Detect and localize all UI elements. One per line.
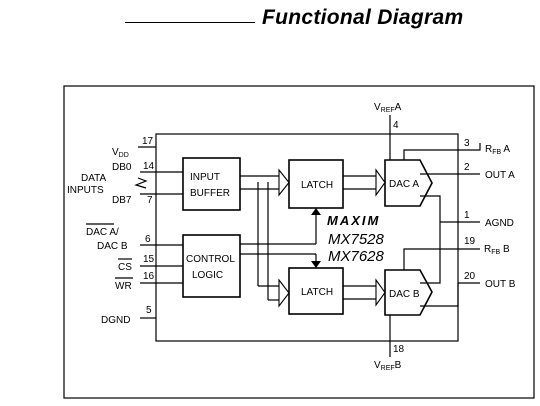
svg-text:18: 18 (393, 344, 405, 355)
svg-text:LATCH: LATCH (301, 287, 333, 298)
cs-label: CS (118, 262, 132, 273)
pin-vref-b: 18 VREFB (374, 315, 405, 372)
svg-text:INPUT: INPUT (190, 172, 220, 183)
svg-text:LATCH: LATCH (301, 180, 333, 191)
out-b-label: OUT B (485, 279, 516, 290)
pin-rfb-a: 3 RFB A (403, 138, 510, 160)
input-buffer-block: INPUT BUFFER (182, 157, 241, 211)
svg-text:DAC B: DAC B (389, 289, 420, 300)
svg-text:14: 14 (143, 161, 155, 172)
data-label: DATA (81, 173, 107, 184)
pin-vref-a: 4 VREFA (374, 102, 402, 160)
buffer-to-latch-b-bus (257, 182, 290, 308)
pin-out-a: 2 OUT A (420, 162, 515, 181)
vdd-label: VDD (112, 147, 129, 159)
control-logic-block: CONTROL LOGIC (182, 234, 241, 298)
dac-b-block: DAC B (384, 269, 433, 316)
svg-text:LOGIC: LOGIC (192, 270, 223, 281)
data-bus: 14 7 DB0 DB7 DATA INPUTS (67, 161, 197, 206)
db7-label: DB7 (112, 195, 132, 206)
dgnd-label: DGND (101, 315, 130, 326)
svg-text:20: 20 (464, 271, 476, 282)
latch-a-to-dac-a-arrow (343, 168, 386, 197)
svg-text:17: 17 (142, 136, 154, 147)
dac-a-block: DAC A (384, 159, 433, 207)
vref-a-label: VREFA (374, 102, 402, 114)
title-rule (125, 22, 255, 23)
pin-wr: 16 WR (115, 271, 183, 292)
rfb-b-label: RFB B (484, 244, 510, 256)
wr-label: WR (115, 281, 132, 292)
pin-cs: 15 CS (118, 254, 183, 273)
db0-label: DB0 (112, 162, 132, 173)
outer-frame (63, 85, 535, 399)
svg-text:5: 5 (146, 305, 152, 316)
pin-agnd: 1 AGND (420, 195, 514, 284)
maxim-logo: MAXIM (327, 213, 380, 228)
pin-out-b: 20 OUT B (420, 271, 516, 307)
chip-body (155, 133, 459, 342)
svg-text:7: 7 (147, 195, 153, 206)
svg-text:6: 6 (145, 234, 151, 245)
rfb-a-label: RFB A (485, 144, 510, 156)
pin-dgnd: 5 DGND (101, 305, 156, 326)
part-number-mx7528: MX7528 (328, 231, 385, 248)
svg-text:16: 16 (143, 271, 155, 282)
part-number-mx7628: MX7628 (328, 248, 385, 265)
dac-a-label: DAC A/ (86, 227, 119, 238)
pin-rfb-b: 19 RFB B (403, 236, 510, 270)
svg-text:1: 1 (464, 210, 470, 221)
svg-text:3: 3 (464, 138, 470, 149)
dac-b-label: DAC B (97, 241, 128, 252)
buffer-to-latch-a-arrow (240, 168, 290, 197)
svg-text:2: 2 (464, 162, 470, 173)
latch-b-block: LATCH (288, 267, 344, 315)
svg-text:CONTROL: CONTROL (186, 254, 235, 265)
out-a-label: OUT A (485, 170, 515, 181)
svg-text:15: 15 (143, 254, 155, 265)
pin-dac-select: 6 DAC A/ DAC B (86, 223, 183, 252)
vref-b-label: VREFB (374, 360, 402, 372)
svg-text:DAC A: DAC A (389, 179, 419, 190)
diagram-title: Functional Diagram (262, 6, 464, 29)
agnd-label: AGND (485, 218, 514, 229)
latch-enable-lines (240, 208, 321, 268)
latch-a-block: LATCH (288, 159, 344, 209)
svg-text:19: 19 (464, 236, 476, 247)
pin-vdd: 17 VDD (112, 136, 156, 159)
latch-b-to-dac-b-arrow (343, 278, 386, 307)
svg-text:BUFFER: BUFFER (190, 188, 230, 199)
inputs-label: INPUTS (67, 185, 104, 196)
svg-text:4: 4 (393, 120, 399, 131)
